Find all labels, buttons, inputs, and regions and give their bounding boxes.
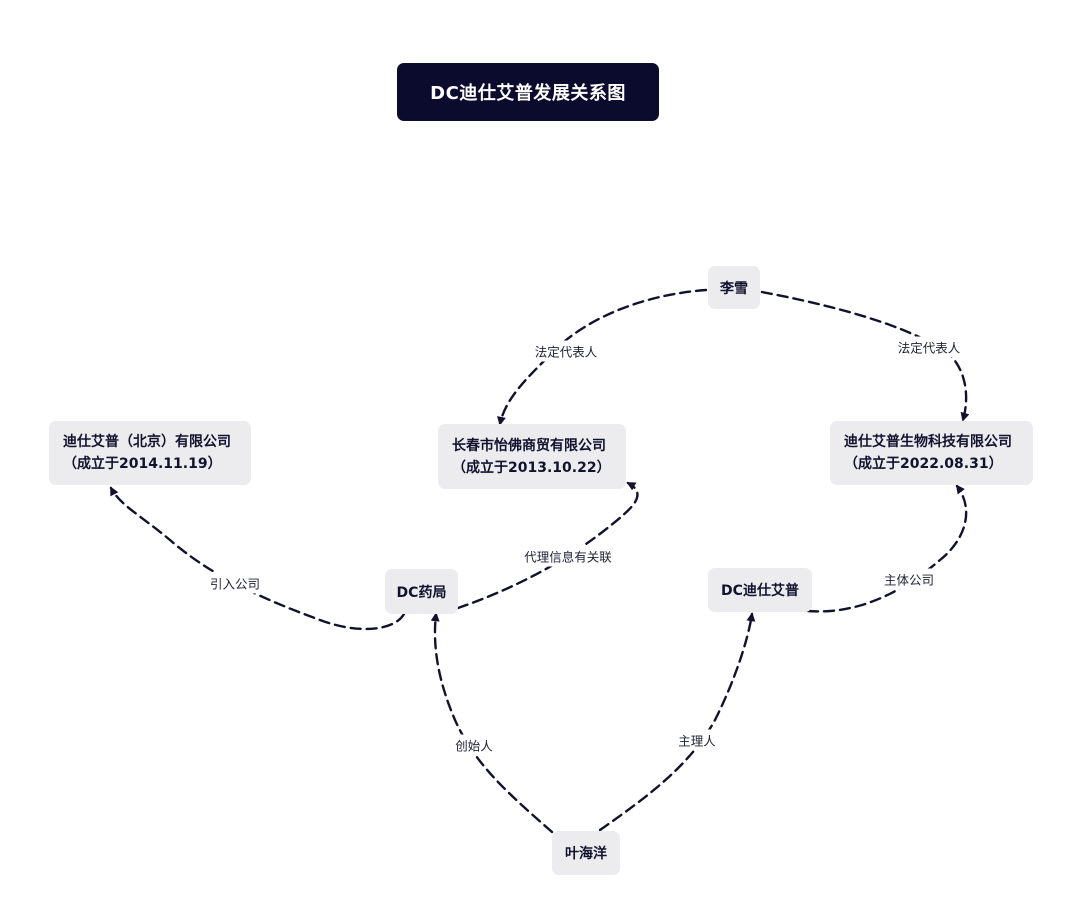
edge-yehaiyang-dsap xyxy=(598,612,756,832)
node-dc-pharmacy-label: DC药局 xyxy=(396,584,447,601)
node-dc-dsap: DC迪仕艾普 xyxy=(708,568,812,612)
edge-pharmacy-beijing xyxy=(109,486,406,631)
edge-pharmacy-changchun xyxy=(456,481,639,610)
edge-label-legal-rep-left: 法定代表人 xyxy=(531,340,601,362)
node-beijing-founded: （成立于2014.11.19） xyxy=(63,456,222,472)
node-changchun-founded: （成立于2013.10.22） xyxy=(452,459,611,476)
node-dc-dsap-label: DC迪仕艾普 xyxy=(721,583,799,599)
node-changchun: 长春市怡佛商贸有限公司 （成立于2013.10.22） xyxy=(438,424,626,489)
node-biotech-name: 迪仕艾普生物科技有限公司 xyxy=(844,434,1012,450)
node-biotech-founded: （成立于2022.08.31） xyxy=(844,456,1003,472)
edge-yehaiyang-pharmacy xyxy=(430,612,554,834)
node-changchun-name: 长春市怡佛商贸有限公司 xyxy=(452,437,606,454)
node-yehaiyang-label: 叶海洋 xyxy=(565,846,607,862)
diagram-title: DC迪仕艾普发展关系图 xyxy=(397,63,659,121)
edge-dsap-biotech xyxy=(806,484,968,613)
edge-label-agency-link: 代理信息有关联 xyxy=(521,545,615,567)
node-dc-pharmacy: DC药局 xyxy=(385,569,458,614)
node-lixue: 李雪 xyxy=(708,266,760,309)
node-biotech: 迪仕艾普生物科技有限公司 （成立于2022.08.31） xyxy=(830,421,1033,485)
node-yehaiyang: 叶海洋 xyxy=(552,831,620,875)
edge-label-founder: 创始人 xyxy=(452,734,496,756)
edge-label-legal-rep-right: 法定代表人 xyxy=(894,336,964,358)
node-lixue-label: 李雪 xyxy=(720,280,748,297)
node-beijing-name: 迪仕艾普（北京）有限公司 xyxy=(63,434,231,450)
node-beijing: 迪仕艾普（北京）有限公司 （成立于2014.11.19） xyxy=(49,421,251,485)
edge-label-introduced-company: 引入公司 xyxy=(206,572,264,594)
edge-label-manager: 主理人 xyxy=(675,729,719,751)
edge-label-main-company: 主体公司 xyxy=(880,568,938,590)
